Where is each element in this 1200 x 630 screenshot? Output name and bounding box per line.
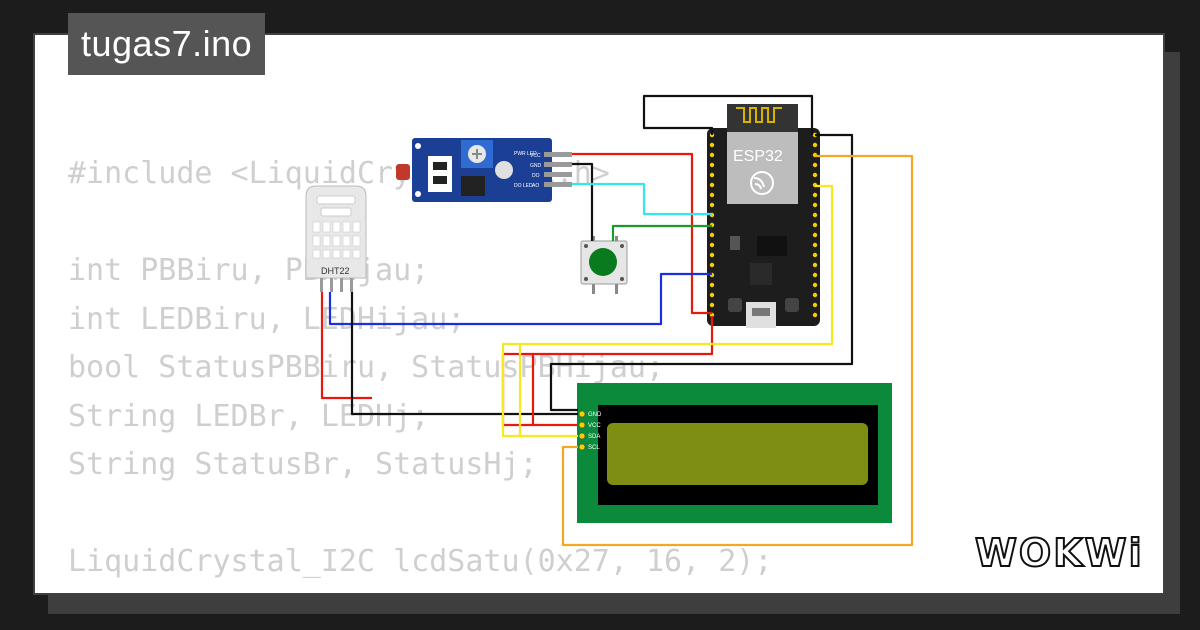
wires — [320, 94, 914, 547]
esp32-board[interactable]: ESP32 — [707, 104, 820, 328]
lcd-pin-scl: SCL — [588, 445, 600, 451]
ldr-pin-ao: AO — [532, 183, 539, 189]
photoresistor-icon — [396, 164, 410, 180]
code-line: int PBBiru, PBHijau; — [68, 253, 430, 288]
wire-orange-scl — [561, 154, 914, 547]
pwr-led-label: PWR LED — [514, 151, 537, 157]
wire-black-ldr-gnd — [572, 162, 594, 241]
lcd-pin-sda: SDA — [588, 434, 600, 440]
lcd-pin-vcc: VCC — [588, 423, 601, 429]
wire-red-ldr-vcc — [572, 152, 712, 315]
wire-red-dht — [320, 292, 372, 400]
wire-black-right — [549, 133, 854, 412]
espressif-logo-icon — [750, 171, 774, 195]
wire-yellow-sda-2 — [501, 342, 520, 438]
wire-blue-dht — [328, 272, 712, 326]
dht22-sensor[interactable]: DHT22 — [305, 185, 367, 292]
wire-green-button — [611, 224, 712, 241]
code-line: bool StatusPBBiru, StatusPBHijau; — [68, 350, 665, 385]
push-button[interactable] — [580, 236, 628, 294]
lcd-display[interactable]: GND VCC SDA SCL — [577, 383, 892, 523]
wokwi-logo: WOKWi — [975, 530, 1144, 574]
wire-black-top — [642, 94, 814, 135]
code-line: String LEDBr, LEDHj; — [68, 398, 430, 434]
wire-yellow-sda — [518, 184, 834, 438]
ldr-sensor-module[interactable]: PWR LED DO LED VCC GND DO AO — [396, 138, 572, 202]
code-line: String StatusBr, StatusHj; — [68, 447, 538, 482]
wokwi-logo-text: WOKWi — [975, 531, 1144, 574]
button-cap[interactable] — [589, 248, 617, 276]
wire-cyan-ldr-ao — [572, 182, 712, 216]
code-line: LiquidCrystal_I2C lcdSatu(0x27, 16, 2); — [68, 544, 773, 579]
esp32-label: ESP32 — [733, 148, 783, 165]
project-title: tugas7.ino — [68, 13, 266, 75]
lcd-pin-gnd: GND — [588, 412, 602, 418]
ldr-pin-gnd: GND — [530, 163, 542, 169]
do-led-label: DO LED — [514, 183, 533, 189]
ldr-pin-vcc: VCC — [530, 153, 541, 159]
ldr-pin-do: DO — [532, 173, 540, 179]
lcd-screen — [607, 423, 868, 485]
dht22-label: DHT22 — [321, 266, 350, 276]
